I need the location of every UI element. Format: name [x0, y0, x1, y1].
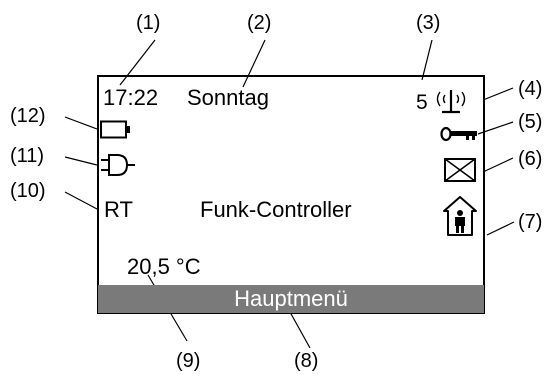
battery-icon: [100, 120, 130, 139]
house-person-icon: [443, 196, 477, 236]
callout-2: (2): [247, 12, 272, 34]
key-icon: [440, 126, 477, 142]
callout-1: (1): [136, 12, 161, 34]
callout-7: (7): [518, 211, 543, 233]
day-display: Sonntag: [187, 85, 269, 110]
callout-6: (6): [518, 148, 543, 170]
leader-11: [64, 156, 98, 166]
temperature-display: 20,5 °C: [127, 254, 201, 279]
callout-10: (10): [10, 180, 46, 202]
leader-3: [421, 39, 433, 81]
plug-icon: [101, 154, 135, 176]
leader-5: [477, 121, 514, 135]
mode-display: RT: [104, 197, 133, 222]
callout-12: (12): [10, 105, 46, 127]
envelope-icon: [444, 158, 476, 182]
leader-7: [486, 221, 515, 236]
callout-8: (8): [294, 350, 319, 372]
leader-10: [64, 191, 98, 210]
leader-12: [64, 116, 98, 130]
callout-3: (3): [416, 12, 441, 34]
leader-4: [482, 87, 514, 101]
device-name: Funk-Controller: [200, 197, 352, 222]
leader-2: [242, 39, 266, 88]
leader-1: [119, 39, 156, 86]
callout-4: (4): [518, 78, 543, 100]
leader-8: [289, 311, 311, 349]
main-menu-bar: Hauptmenü: [98, 285, 484, 313]
callout-5: (5): [518, 111, 543, 133]
signal-value: 5: [416, 91, 428, 114]
time-display: 17:22: [103, 85, 159, 110]
radio-signal-icon: [436, 90, 466, 114]
leader-6: [482, 157, 514, 173]
callout-9: (9): [176, 350, 201, 372]
callout-11: (11): [10, 145, 45, 167]
